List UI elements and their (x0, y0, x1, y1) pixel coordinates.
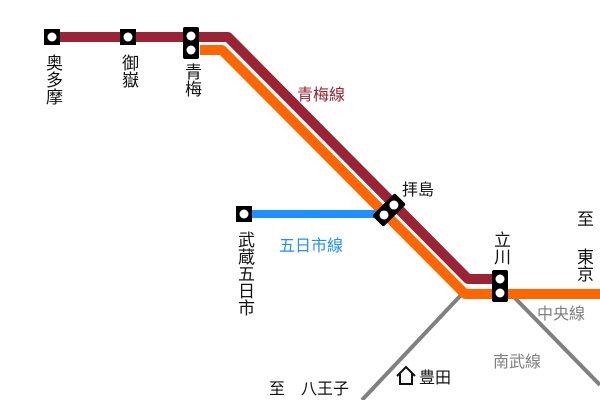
ome-line-path (52, 32, 500, 284)
station-label-haijima[interactable]: 拝島 (402, 180, 435, 199)
station-label-tachikawa[interactable]: 立川 (490, 231, 510, 265)
direction-label-tokyo: 東京 (573, 248, 593, 282)
line-name-itsukaichi: 五日市線 (279, 236, 344, 255)
nambu-line-path (508, 291, 600, 387)
station-label-ome[interactable]: 青梅 (181, 63, 201, 97)
hachioji-line-path (360, 292, 464, 400)
direction-label-to-prefix: 至 (573, 210, 593, 227)
station-marker-haijima[interactable] (372, 193, 406, 227)
line-name-ome: 青梅線 (297, 85, 346, 104)
station-marker-musashi-itsukaichi[interactable] (236, 206, 252, 222)
direction-label-hachioji: 至 八王子 (269, 379, 350, 398)
station-label-okutama[interactable]: 奥多摩 (42, 54, 62, 105)
station-marker-mitake[interactable] (120, 29, 136, 45)
station-label-musashi-itsukaichi[interactable]: 武蔵五日市 (234, 231, 254, 316)
station-label-mitake[interactable]: 御嶽 (118, 54, 138, 88)
station-marker-ome[interactable] (183, 27, 199, 59)
house-icon (396, 365, 416, 385)
station-label-toyoda[interactable]: 豊田 (419, 368, 452, 387)
line-name-chuo: 中央線 (537, 304, 586, 323)
line-name-nambu: 南武線 (493, 352, 542, 371)
station-marker-okutama[interactable] (44, 29, 60, 45)
chuo-line-path (200, 45, 600, 299)
station-marker-tachikawa[interactable] (492, 270, 508, 302)
